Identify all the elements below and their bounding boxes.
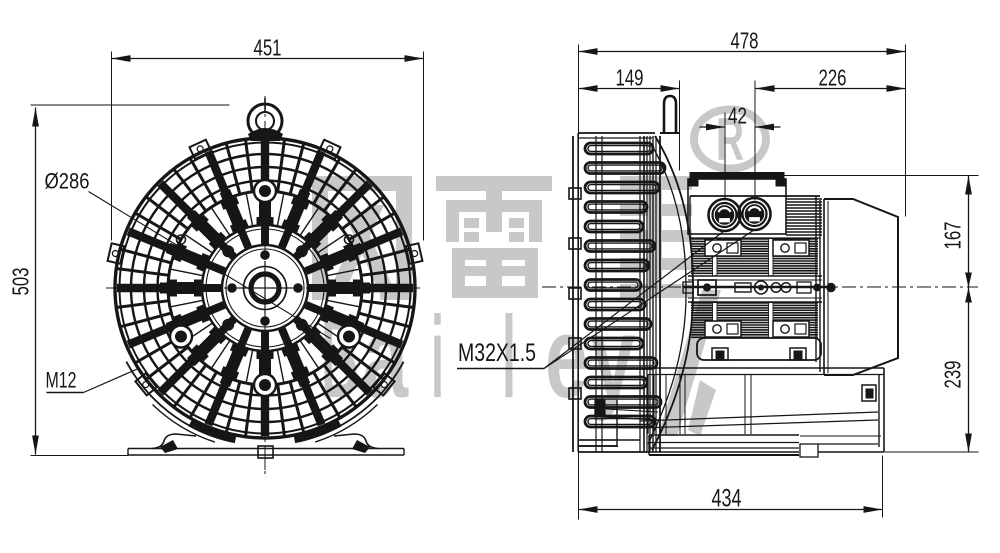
svg-text:Ø286: Ø286	[45, 169, 90, 194]
svg-text:451: 451	[254, 35, 282, 61]
svg-text:149: 149	[616, 65, 644, 91]
svg-text:M12: M12	[46, 368, 77, 393]
svg-text:503: 503	[8, 268, 34, 296]
svg-text:167: 167	[940, 222, 966, 250]
svg-text:l: l	[502, 292, 516, 422]
svg-text:e: e	[545, 292, 588, 422]
svg-text:42: 42	[728, 103, 747, 129]
svg-text:i: i	[431, 292, 444, 422]
svg-text:R: R	[716, 106, 744, 173]
svg-text:239: 239	[940, 361, 966, 389]
svg-text:226: 226	[819, 65, 847, 91]
svg-text:M32X1.5: M32X1.5	[458, 339, 536, 367]
svg-text:478: 478	[731, 28, 759, 54]
svg-text:434: 434	[712, 485, 742, 513]
